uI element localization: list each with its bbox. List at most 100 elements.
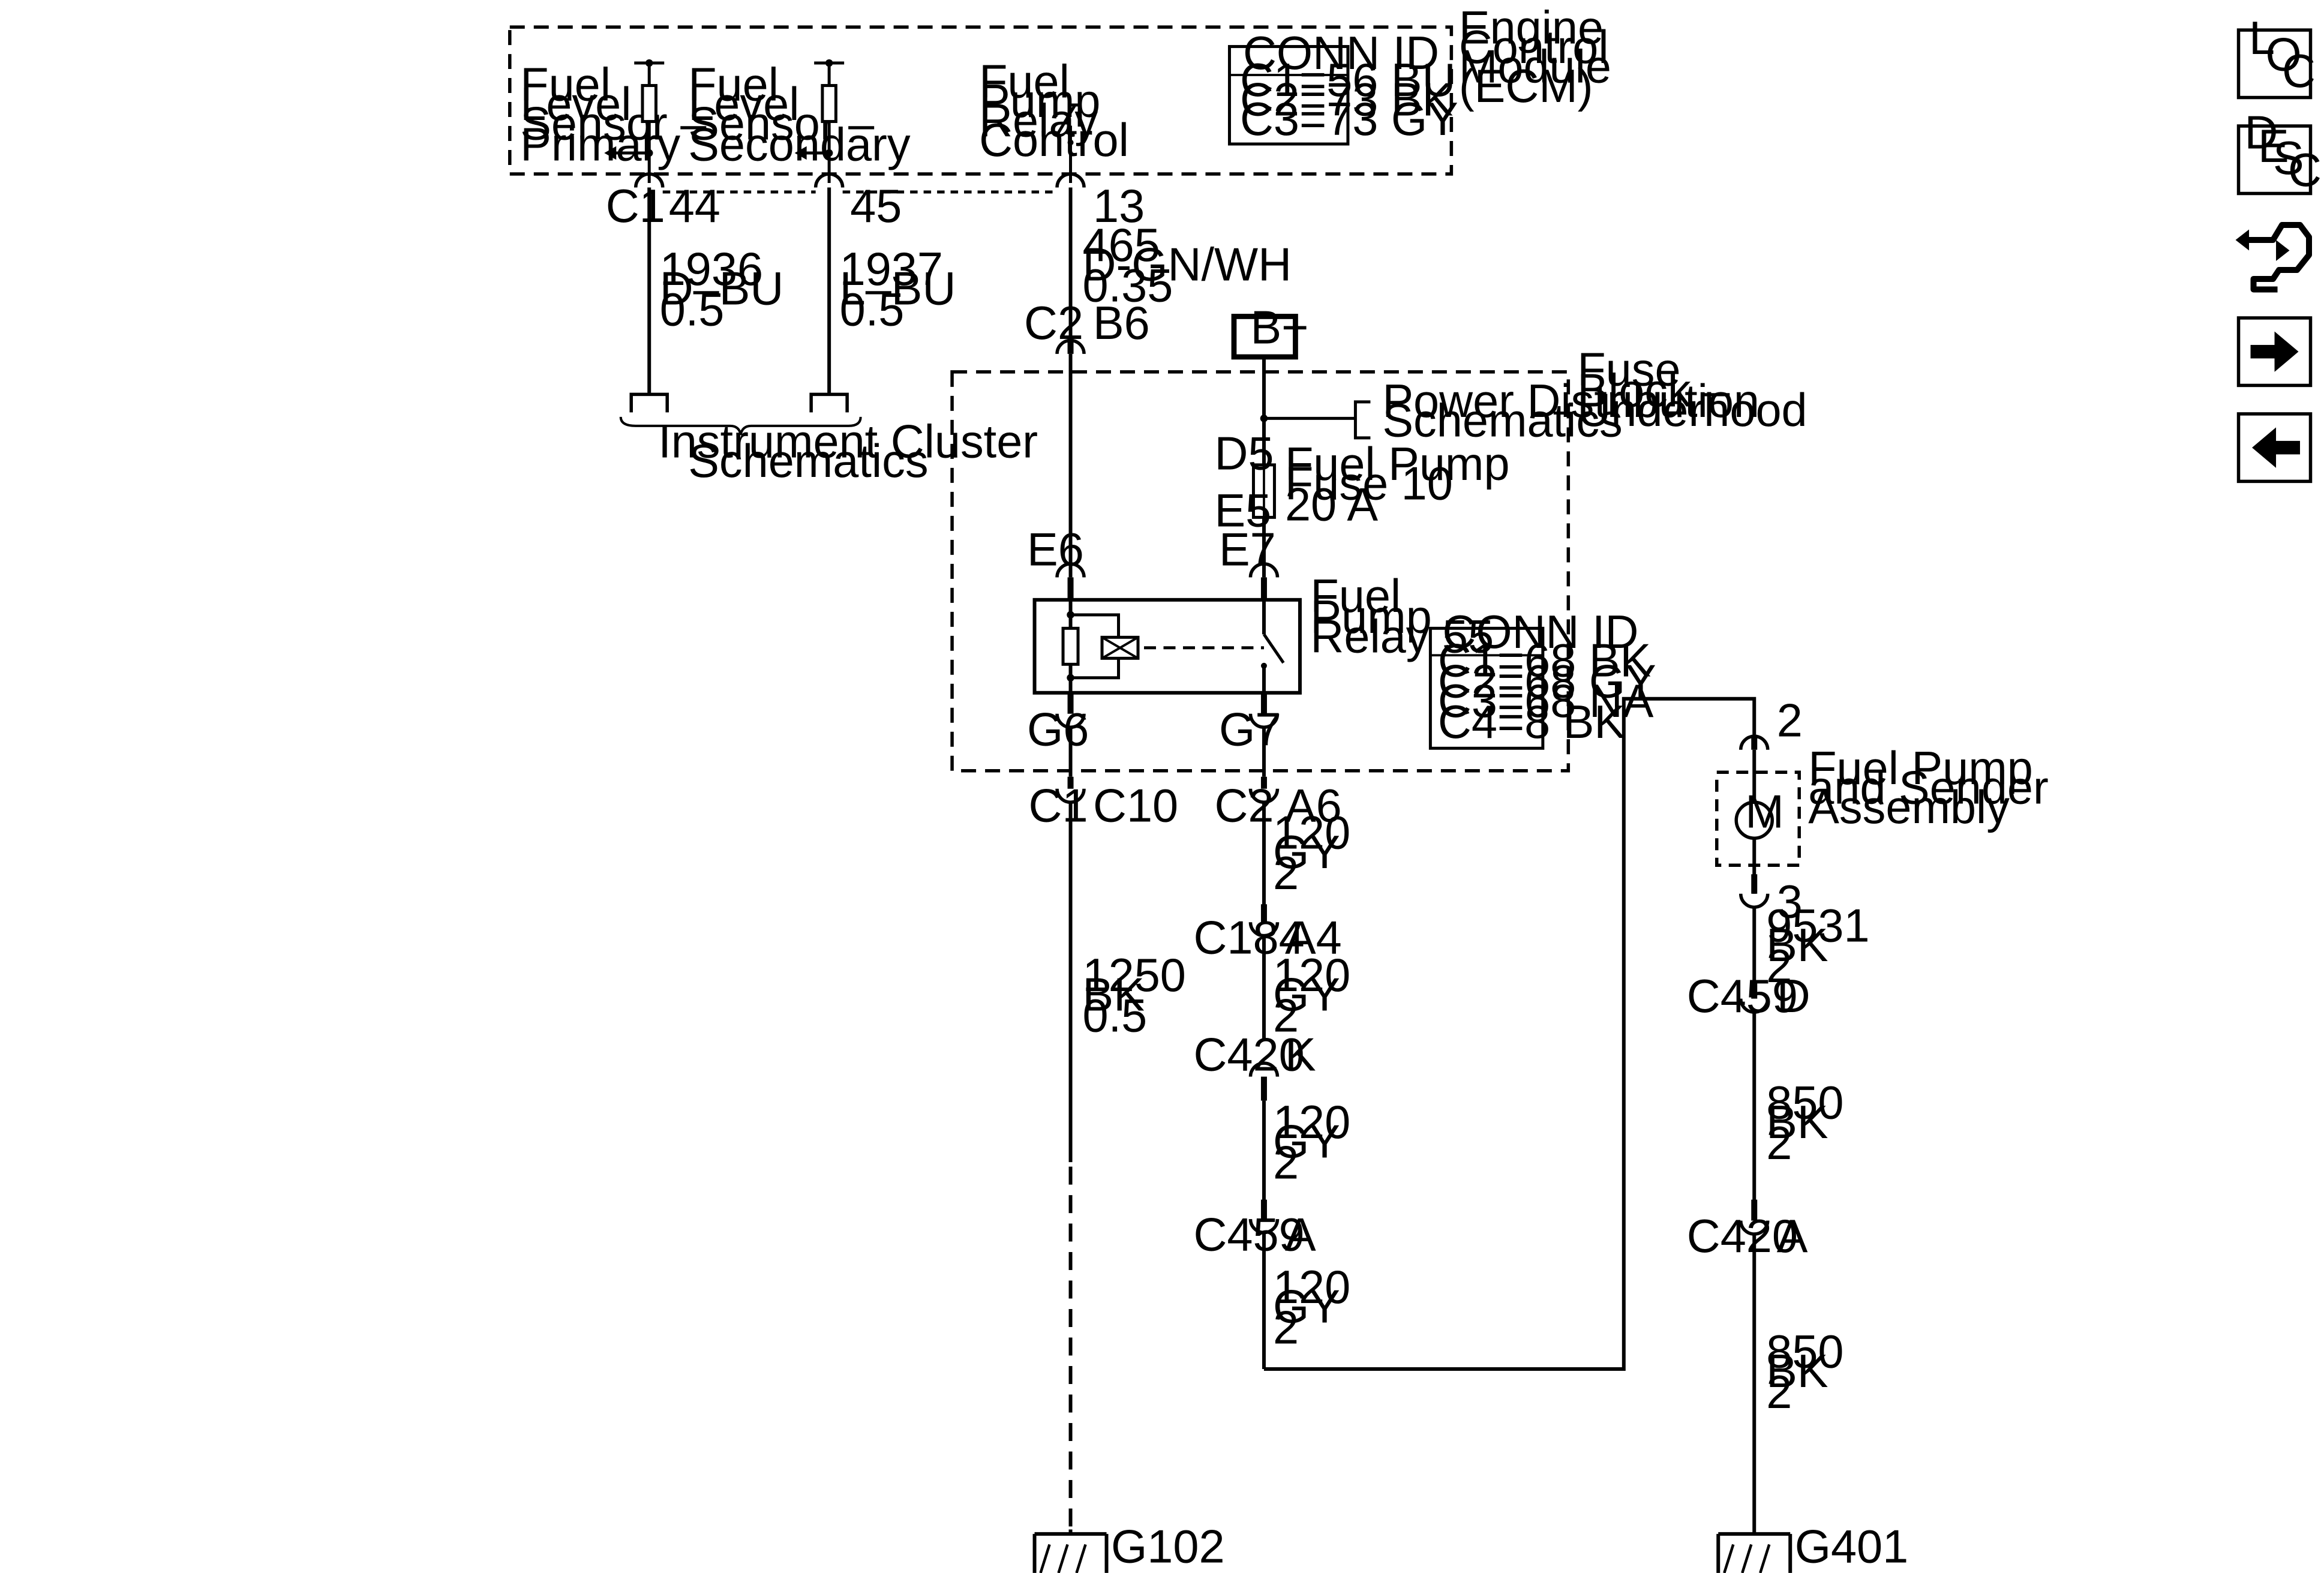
loc-letter-l: L xyxy=(2249,13,2275,64)
wire-1937-num: 1937 xyxy=(840,244,943,295)
ground-circuit-g102: C1 C10 1250 BK 0.5 G102 xyxy=(1029,776,1225,1573)
fuse-label-2: Fuse 10 xyxy=(1285,458,1453,509)
sensor-secondary-label-2: Level xyxy=(688,79,799,130)
desc-letter-d: D xyxy=(2245,107,2278,159)
fuse-block-underhood: Fuse Block – Underhood C2 B6 B+ Power Di… xyxy=(950,298,1807,777)
desc-letter-e: E xyxy=(2258,121,2289,172)
pump-label-2: and Sender xyxy=(1808,763,2049,814)
fuse-block-title-2: Block – xyxy=(1577,365,1730,416)
conn-c184: C184 xyxy=(1193,912,1304,964)
pump-motor-label: M xyxy=(1745,786,1784,838)
fuse-block-c2: C2 xyxy=(1024,298,1083,349)
fuse-pin-e5: E5 xyxy=(1214,485,1271,536)
relay-label-1: Fuel xyxy=(1310,571,1401,622)
ecm-title-3: Module xyxy=(1459,41,1611,93)
wire-1250-color: BK xyxy=(1083,969,1145,1021)
fuse-block-title-1: Fuse xyxy=(1577,344,1680,395)
sensor-primary-label-4: Primary xyxy=(520,119,680,171)
pump-pin-2: 2 xyxy=(1777,695,1803,746)
ecm-pin-13: 13 xyxy=(1093,181,1145,232)
fuse-block-b6: B6 xyxy=(1093,298,1150,349)
wire-850-a-color: BK xyxy=(1766,1097,1828,1148)
loc-letter-o: O xyxy=(2266,29,2302,81)
wire-465-num: 465 xyxy=(1083,220,1160,271)
pump-label-3: Assembly xyxy=(1808,782,2010,833)
pump-label-1: Fuel Pump xyxy=(1808,743,2033,794)
wire-9531-size: 2 xyxy=(1766,941,1792,992)
ecm-conn-id-header: CONN ID xyxy=(1243,28,1439,79)
fuel-level-sensor-primary: Fuel Level Sensor – Primary xyxy=(520,59,707,184)
sidebar-navigation: L O C D E S C xyxy=(2235,13,2322,484)
fuse-pin-g6: G6 xyxy=(1027,704,1089,755)
ground-g401-label: G401 xyxy=(1795,1521,1909,1572)
wire-465-color: D-GN/WH xyxy=(1083,239,1292,290)
fuel-pump-sender-assembly: 2 M Fuel Pump and Sender Assembly 3 xyxy=(1715,695,2049,928)
sensor-secondary-label-3: Sensor – xyxy=(688,98,875,150)
instrument-cluster-label-1: Instrument Cluster xyxy=(658,416,1038,467)
ecm-conn-id-table: CONN ID C1=56 BU C2=73 BK C3=73 GY xyxy=(1227,28,1458,146)
fuse-conn-id-row-4: C4=8 BK xyxy=(1438,697,1625,748)
conn-c459-d: C459 xyxy=(1687,971,1798,1022)
fuel-pump-relay: Fuel Pump Relay 55 xyxy=(1032,571,1494,695)
instrument-cluster-label-2: Schematics xyxy=(688,436,928,487)
conn-k: K xyxy=(1285,1029,1316,1081)
ground-circuit-g401: 9531 BK 2 C459 D 850 BK 2 C420 A 850 BK … xyxy=(1687,900,1908,1573)
fuel-pump-fuse: D5 E5 Fuel Pump Fuse 10 20 A xyxy=(1214,428,1509,536)
wire-850-b-color: BK xyxy=(1766,1346,1828,1397)
fuse-label-3: 20 A xyxy=(1285,479,1378,530)
power-distribution-label-2: Schematics xyxy=(1382,395,1622,446)
wire-850-a-num: 850 xyxy=(1766,1077,1843,1129)
sensor-primary-label-3: Sensor – xyxy=(520,98,707,150)
fuse-pin-e7: E7 xyxy=(1219,524,1276,575)
fuse-conn-id-row-3: C3=68 NA xyxy=(1438,676,1654,727)
prev-arrow-icon[interactable] xyxy=(2236,412,2313,484)
fuse-conn-id-row-2: C2=68 GY xyxy=(1438,656,1656,707)
desc-letter-s: S xyxy=(2273,133,2304,184)
sensor-secondary-label-4: Secondary xyxy=(688,119,911,171)
relay-control-label-2: Pump xyxy=(979,76,1100,127)
pump-supply-circuit: C2 A6 120 GY 2 C184 A4 120 GY 2 C420 K 1… xyxy=(1193,697,1756,1371)
wire-465: 465 D-GN/WH 0.35 xyxy=(1068,187,1292,348)
fuel-pump-relay-control: Fuel Pump Relay Control xyxy=(979,56,1129,184)
ecm-pin-45: 45 xyxy=(850,181,902,232)
fuse-block-title-3: Underhood xyxy=(1577,385,1807,436)
ecm-pin-44: 44 xyxy=(669,181,720,232)
b-plus-supply: B+ xyxy=(1231,302,1308,360)
loc-letter-c: C xyxy=(2282,46,2316,97)
wire-120-d-num: 120 xyxy=(1273,1262,1350,1313)
b-plus-label: B+ xyxy=(1250,302,1308,353)
conn-a: A xyxy=(1285,1209,1316,1261)
desc-button[interactable]: D E S C xyxy=(2236,107,2322,196)
wire-120-b-num: 120 xyxy=(1273,950,1350,1001)
ecm-conn-c1: C1 xyxy=(606,181,665,232)
power-distribution-label-1: Power Distribution xyxy=(1382,376,1759,427)
wire-9531-color: BK xyxy=(1766,920,1828,971)
next-arrow-icon[interactable] xyxy=(2236,316,2313,388)
wire-9531-num: 9531 xyxy=(1766,900,1869,952)
ground-symbol-g401 xyxy=(1716,1532,1792,1573)
wire-120-c-num: 120 xyxy=(1273,1097,1350,1148)
fuel-level-sensor-secondary: Fuel Level Sensor – Secondary xyxy=(688,59,911,184)
ecm-title-4: (ECM) xyxy=(1459,61,1593,112)
conn-c420-a: C420 xyxy=(1687,1211,1798,1262)
fuse-pin-g7: G7 xyxy=(1219,704,1281,755)
wire-120-a-size: 2 xyxy=(1273,848,1299,899)
conn-a4: A4 xyxy=(1285,912,1342,964)
conn-d: D xyxy=(1777,971,1810,1022)
relay-label-2: Pump xyxy=(1310,592,1431,643)
fuse-label-1: Fuel Pump xyxy=(1285,439,1510,490)
sensor-primary-label-1: Fuel xyxy=(520,59,611,111)
wire-120-d-size: 2 xyxy=(1273,1302,1299,1354)
sensor-primary-label-2: Level xyxy=(520,79,631,130)
wire-1250-num: 1250 xyxy=(1083,950,1186,1001)
wire-1937-color: L–BU xyxy=(840,263,956,314)
connector-icon[interactable] xyxy=(2235,221,2313,293)
desc-letter-c: C xyxy=(2288,145,2322,196)
wire-1936-color: D–BU xyxy=(660,263,784,314)
fuse-conn-id-header: CONN ID xyxy=(1442,607,1638,658)
loc-button[interactable]: L O C xyxy=(2236,13,2316,100)
wire-1936-size: 0.5 xyxy=(660,284,725,335)
wire-120-c-color: GY xyxy=(1273,1116,1340,1168)
ground-g102-label: G102 xyxy=(1111,1521,1225,1572)
ecm-conn-id-row-2: C2=73 BK xyxy=(1240,74,1453,126)
